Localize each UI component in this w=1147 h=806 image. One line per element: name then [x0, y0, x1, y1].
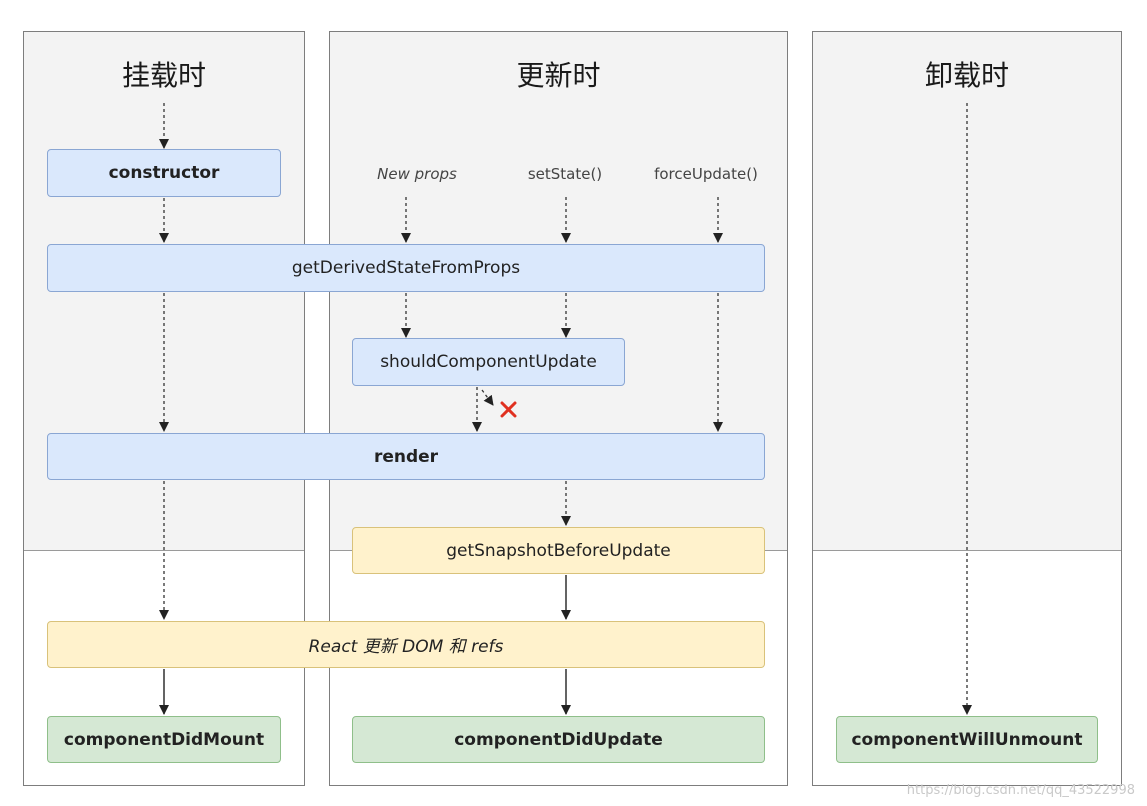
mount-column-title: 挂载时 — [121, 59, 206, 92]
trigger-new-props: New props — [377, 165, 457, 183]
trigger-force-update: forceUpdate() — [654, 165, 758, 183]
update-column-title: 更新时 — [516, 59, 601, 92]
trigger-set-state: setState() — [527, 165, 603, 183]
should-component-update-node: shouldComponentUpdate — [352, 338, 625, 386]
mount-phase-divider — [24, 550, 304, 551]
get-snapshot-node: getSnapshotBeforeUpdate — [352, 527, 765, 574]
component-will-unmount-node: componentWillUnmount — [836, 716, 1098, 763]
component-did-update-node: componentDidUpdate — [352, 716, 765, 763]
render-node: render — [47, 433, 765, 480]
unmount-phase-divider — [813, 550, 1121, 551]
unmount-column-title: 卸载时 — [924, 59, 1009, 92]
arrow-scu-to-cancel — [481, 389, 494, 406]
get-derived-state-node: getDerivedStateFromProps — [47, 244, 765, 292]
watermark: https://blog.csdn.net/qq_43522998 — [906, 783, 1135, 798]
react-update-dom-node: React 更新 DOM 和 refs — [47, 621, 765, 668]
component-did-mount-node: componentDidMount — [47, 716, 281, 763]
unmount-column: 卸载时 — [812, 31, 1122, 786]
constructor-node: constructor — [47, 149, 281, 197]
cancel-x-icon — [500, 401, 517, 418]
